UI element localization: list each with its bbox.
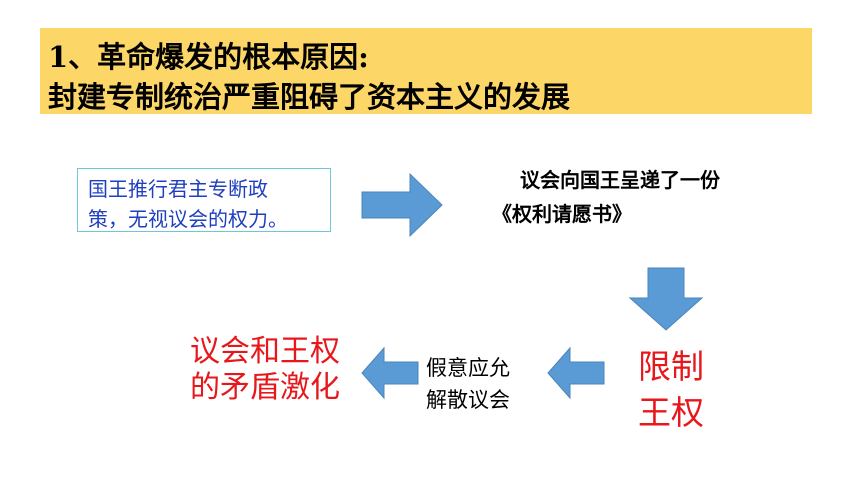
petition-line2: 《权利请愿书》 (492, 202, 632, 226)
pretend-line1: 假意应允 (426, 356, 510, 380)
header-title: 1、革命爆发的根本原因: (48, 40, 369, 74)
king-policy-line1: 国王推行君主专断政 (88, 177, 268, 201)
king-policy-line2: 策，无视议会的权力。 (88, 207, 288, 231)
limit-power-line2: 王权 (638, 393, 704, 432)
pretend-line2: 解散议会 (426, 388, 510, 412)
arrow-right-icon (361, 172, 443, 238)
conflict-line1: 议会和王权 (190, 334, 340, 369)
king-policy-box: 国王推行君主专断政 策，无视议会的权力。 (77, 168, 331, 232)
header-subtitle: 封建专制统治严重阻碍了资本主义的发展 (48, 80, 571, 114)
petition-line1: 议会向国王呈递了一份 (520, 168, 720, 192)
header-banner: 1、革命爆发的根本原因: 封建专制统治严重阻碍了资本主义的发展 (40, 28, 812, 114)
arrow-left-icon (361, 346, 419, 400)
arrow-left-icon (547, 346, 605, 400)
arrow-down-icon (628, 267, 704, 331)
limit-power-line1: 限制 (638, 347, 704, 386)
conflict-line2: 的矛盾激化 (190, 370, 340, 405)
